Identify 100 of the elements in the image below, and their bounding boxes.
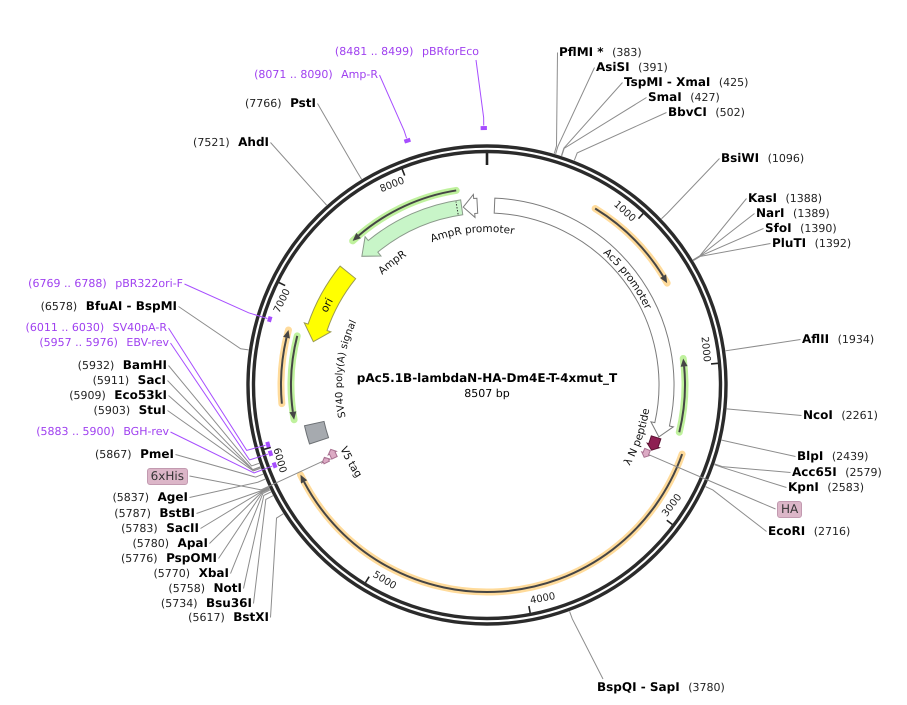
- enzyme-site-label: (6578) BfuAI - BspMI: [40, 299, 177, 314]
- feature-label: AmpR promoter: [428, 222, 516, 246]
- leader-line: [189, 478, 266, 498]
- enzyme-site-label: (5911) SacI: [92, 373, 166, 388]
- enzyme-site-label: (5932) BamHI: [78, 358, 167, 373]
- leader-line: [569, 610, 604, 680]
- scale-number: 4000: [529, 591, 556, 607]
- leader-line: [270, 142, 328, 206]
- plasmid-name: pAc5.1B-lambdaN-HA-Dm4E-T-4xmut_T: [356, 371, 618, 385]
- leader-line: [692, 213, 755, 261]
- leader-line: [168, 365, 260, 467]
- enzyme-site-label: (7521) AhdI: [193, 135, 269, 150]
- enzyme-site-label: (5837) AgeI: [112, 490, 188, 505]
- leader-line: [178, 306, 250, 350]
- leader-line: [317, 103, 362, 180]
- plasmid-length: 8507 bp: [464, 387, 510, 400]
- scale-number: 8000: [378, 175, 406, 195]
- enzyme-site-label: (5780) ApaI: [132, 536, 208, 551]
- leader-line: [721, 440, 796, 457]
- enzyme-site-label: BsiWI (1096): [721, 151, 804, 166]
- enzyme-site-label: NarI (1389): [756, 206, 830, 221]
- enzyme-site-label: (5867) PmeI: [95, 447, 174, 462]
- leader-line: [692, 228, 764, 261]
- leader-line: [660, 158, 720, 220]
- tag-label: HA: [777, 500, 802, 518]
- leader-line: [196, 486, 270, 514]
- enzyme-site-label: TspMI - XmaI (425): [624, 75, 748, 90]
- enzyme-site-label: (5783) SacII: [121, 521, 199, 536]
- leader-line: [170, 432, 273, 474]
- leader-line: [218, 488, 270, 559]
- leader-line: [561, 97, 647, 156]
- leader-line: [714, 464, 787, 488]
- primer-label: (5957 .. 5976) EBV-rev: [39, 336, 169, 350]
- leader-line: [270, 513, 284, 618]
- enzyme-site-label: KpnI (2583): [788, 480, 864, 495]
- leader-line: [574, 112, 667, 161]
- tag-arc: [641, 448, 651, 458]
- feature-label: ori: [318, 296, 336, 314]
- leader-line: [168, 328, 266, 451]
- leader-line: [168, 395, 261, 470]
- leader-line: [253, 495, 274, 604]
- tag-label: 6xHis: [146, 468, 188, 484]
- leader-line: [705, 486, 767, 532]
- leader-line: [560, 82, 623, 156]
- leader-line: [200, 487, 270, 529]
- enzyme-site-label: PluTI (1392): [772, 236, 852, 251]
- leader-line: [726, 408, 802, 416]
- enzyme-site-label: (5770) XbaI: [154, 566, 229, 581]
- leader-line: [209, 488, 270, 544]
- leader-line: [184, 284, 268, 319]
- primer-label: (6769 .. 6788) pBR322ori-F: [28, 277, 183, 291]
- enzyme-site-label: BbvCI (502): [668, 105, 745, 120]
- leader-line: [230, 489, 271, 574]
- leader-line: [692, 243, 771, 262]
- scale-number: 2000: [698, 336, 712, 363]
- leader-line: [189, 460, 323, 490]
- enzyme-site-label: KasI (1388): [748, 191, 822, 206]
- leader-line: [725, 339, 801, 352]
- leader-line: [555, 67, 595, 154]
- enzyme-site-label: (5787) BstBI: [114, 506, 195, 521]
- enzyme-site-label: (5909) Eco53kI: [69, 388, 167, 403]
- enzyme-site-label: NcoI (2261): [803, 408, 878, 423]
- primer-mark: [267, 316, 272, 322]
- enzyme-site-label: (5758) NotI: [168, 581, 242, 596]
- leader-line: [175, 454, 264, 478]
- leader-line: [167, 410, 262, 472]
- enzyme-site-label: Acc65I (2579): [792, 465, 882, 480]
- enzyme-site-label: AsiSI (391): [596, 60, 668, 75]
- leader-line: [714, 464, 791, 473]
- enzyme-site-label: SmaI (427): [648, 90, 720, 105]
- enzyme-site-label: PflMI * (383): [559, 45, 642, 60]
- enzyme-site-label: AflII (1934): [802, 332, 874, 347]
- enzyme-site-label: (5776) PspOMI: [120, 551, 217, 566]
- scale-number: 7000: [272, 287, 294, 315]
- enzyme-site-label: (5617) BstXI: [188, 610, 269, 625]
- scale-number: 6000: [270, 446, 288, 474]
- leader-line: [648, 454, 776, 510]
- primer-mark: [268, 450, 274, 457]
- leader-line: [167, 380, 261, 470]
- enzyme-site-label: BlpI (2439): [797, 449, 868, 464]
- primer-mark: [480, 126, 487, 130]
- enzyme-site-label: EcoRI (2716): [768, 524, 850, 539]
- enzyme-site-label: (7766) PstI: [244, 96, 316, 111]
- primer-label: (5883 .. 5900) BGH-rev: [36, 425, 169, 439]
- enzyme-site-label: (5734) Bsu36I: [160, 596, 252, 611]
- leader-line: [379, 74, 408, 139]
- leader-line: [554, 52, 558, 154]
- enzyme-site-label: (5903) StuI: [94, 403, 166, 418]
- leader-line: [170, 342, 269, 460]
- tag-arc: [322, 456, 331, 464]
- primer-label: (8481 .. 8499) pBRforEco: [334, 45, 479, 59]
- leader-line: [243, 491, 272, 589]
- primer-label: (8071 .. 8090) Amp-R: [254, 68, 378, 82]
- enzyme-site-label: SfoI (1390): [765, 221, 837, 236]
- primer-mark: [265, 441, 271, 448]
- enzyme-site-label: BspQI - SapI (3780): [597, 680, 725, 695]
- primer-mark: [404, 138, 411, 144]
- leader-line: [692, 198, 747, 260]
- leader-line: [476, 60, 484, 126]
- primer-label: (6011 .. 6030) SV40pA-R: [26, 321, 167, 335]
